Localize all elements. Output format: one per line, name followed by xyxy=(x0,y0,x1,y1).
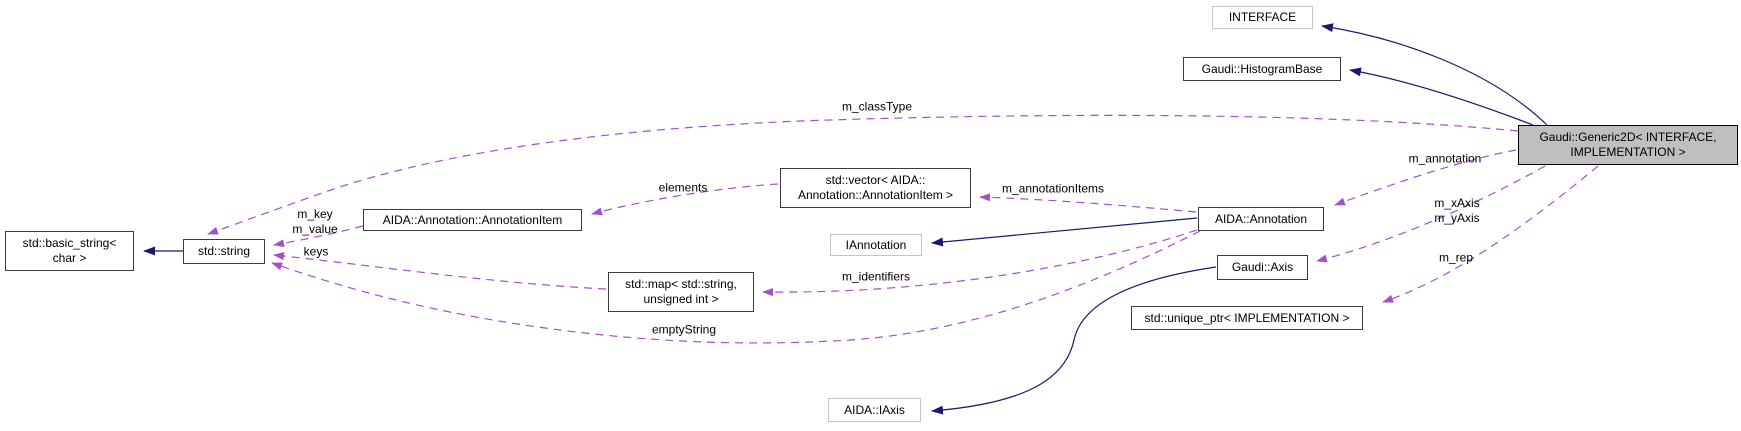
node-std-vector-annotationitem-line2: Annotation::AnnotationItem > xyxy=(797,188,954,202)
edge-inherit-iaxis xyxy=(931,266,1217,415)
node-iannotation[interactable]: IAnnotation xyxy=(830,234,922,256)
node-aida-annotation-label: AIDA::Annotation xyxy=(1214,211,1308,226)
edge-label-m-xaxis-m-yaxis: m_xAxis m_yAxis xyxy=(1434,196,1479,226)
edge-m-classtype xyxy=(207,114,1519,235)
node-gaudi-histogrambase-label: Gaudi::HistogramBase xyxy=(1201,61,1323,76)
edge-label-m-yaxis: m_yAxis xyxy=(1434,211,1480,225)
edge-label-m-xaxis: m_xAxis xyxy=(1434,196,1480,210)
node-aida-annotationitem-label: AIDA::Annotation::AnnotationItem xyxy=(382,212,563,227)
edge-m-annotationitems xyxy=(979,193,1197,213)
node-std-map-line1: std::map< std::string, xyxy=(625,277,737,291)
node-gaudi-generic2d[interactable]: Gaudi::Generic2D< INTERFACE, IMPLEMENTAT… xyxy=(1518,125,1738,165)
edge-label-m-value: m_value xyxy=(292,222,338,236)
node-gaudi-axis[interactable]: Gaudi::Axis xyxy=(1217,255,1308,280)
node-std-basic-string-line1: std::basic_string< xyxy=(22,236,117,250)
node-aida-annotationitem[interactable]: AIDA::Annotation::AnnotationItem xyxy=(363,209,582,231)
node-aida-annotation[interactable]: AIDA::Annotation xyxy=(1198,207,1324,231)
edge-label-m-annotation: m_annotation xyxy=(1408,151,1482,166)
node-std-map[interactable]: std::map< std::string, unsigned int > xyxy=(608,272,754,312)
node-std-basic-string[interactable]: std::basic_string< char > xyxy=(5,231,134,271)
node-iannotation-label: IAnnotation xyxy=(845,237,907,252)
edge-label-m-rep: m_rep xyxy=(1438,250,1474,265)
node-std-string-label: std::string xyxy=(197,244,251,258)
node-aida-iaxis-label: AIDA::IAxis xyxy=(844,402,905,417)
edge-keys xyxy=(273,252,607,290)
edge-m-rep xyxy=(1382,165,1599,303)
edge-label-m-identifiers: m_identifiers xyxy=(841,269,911,284)
edge-emptystring xyxy=(271,230,1201,344)
edge-m-identifiers xyxy=(762,229,1198,297)
node-std-vector-annotationitem[interactable]: std::vector< AIDA:: Annotation::Annotati… xyxy=(780,168,971,208)
node-std-unique-ptr[interactable]: std::unique_ptr< IMPLEMENTATION > xyxy=(1131,306,1363,330)
node-gaudi-generic2d-line2: IMPLEMENTATION > xyxy=(1570,145,1686,159)
node-gaudi-axis-label: Gaudi::Axis xyxy=(1231,260,1294,274)
edge-label-emptystring: emptyString xyxy=(651,322,717,337)
edge-elements xyxy=(591,183,779,216)
node-std-basic-string-line2: char > xyxy=(52,251,87,265)
edge-label-m-classtype: m_classType xyxy=(841,99,913,114)
node-std-string[interactable]: std::string xyxy=(183,239,265,264)
node-interface-label: INTERFACE xyxy=(1228,10,1297,24)
edge-inherit-histogrambase xyxy=(1349,67,1534,126)
edge-inherit-iannotation xyxy=(931,217,1198,247)
edge-m-key-m-value xyxy=(273,225,364,248)
node-std-map-line2: unsigned int > xyxy=(643,292,719,306)
node-gaudi-histogrambase[interactable]: Gaudi::HistogramBase xyxy=(1183,57,1341,81)
edge-label-m-key-m-value: m_key m_value xyxy=(292,207,337,237)
edge-label-m-key: m_key xyxy=(297,207,333,221)
edge-inherit-interface xyxy=(1321,23,1548,126)
node-aida-iaxis[interactable]: AIDA::IAxis xyxy=(828,398,921,422)
edge-label-elements: elements xyxy=(658,180,708,195)
edge-m-annotation xyxy=(1334,149,1517,206)
edge-m-xaxis-m-yaxis xyxy=(1316,165,1546,263)
node-interface[interactable]: INTERFACE xyxy=(1212,6,1313,29)
node-std-unique-ptr-label: std::unique_ptr< IMPLEMENTATION > xyxy=(1144,310,1350,325)
node-gaudi-generic2d-line1: Gaudi::Generic2D< INTERFACE, xyxy=(1539,130,1717,144)
node-std-vector-annotationitem-line1: std::vector< AIDA:: xyxy=(825,173,926,187)
edge-label-m-annotationitems: m_annotationItems xyxy=(1001,181,1105,196)
edge-label-keys: keys xyxy=(303,244,329,259)
